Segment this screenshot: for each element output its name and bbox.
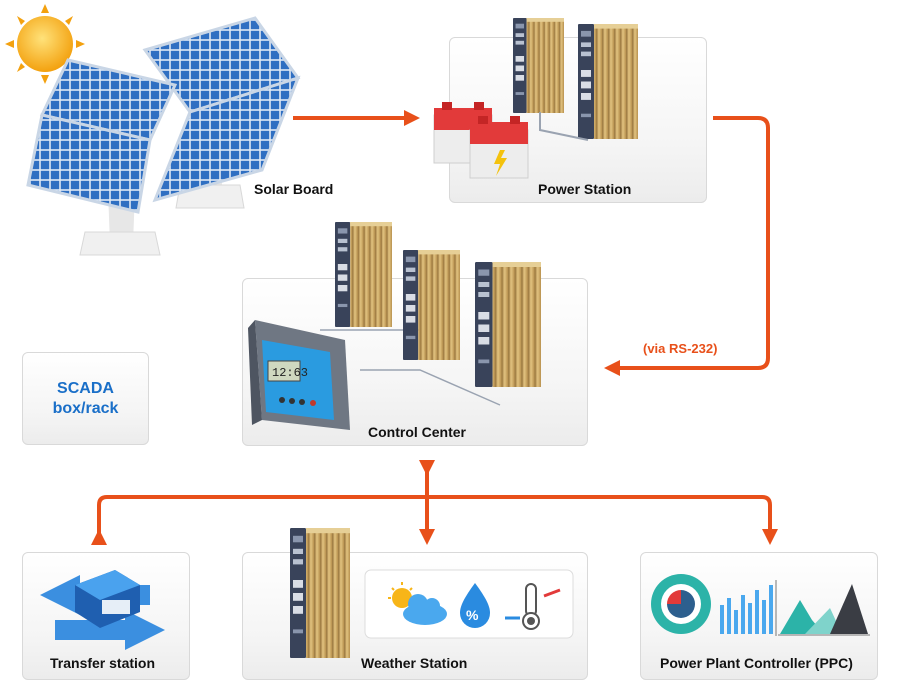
svg-text:%: % <box>466 607 479 623</box>
area-chart-icon <box>778 584 870 636</box>
solar-board-label: Solar Board <box>254 181 334 197</box>
flow-arrows <box>91 110 778 545</box>
controller-display: 12:63 <box>272 366 308 380</box>
charge-controller-icon: 12:63 <box>248 320 350 430</box>
scada-label-line1: SCADA <box>57 379 114 397</box>
battery-icon <box>433 102 529 179</box>
scada-panel <box>22 352 149 445</box>
transfer-switch-icon <box>40 570 165 650</box>
control-center-ipc-3 <box>475 262 541 387</box>
thermometer-icon <box>505 583 561 630</box>
solar-panel-icon <box>26 16 301 256</box>
control-center-ipc-2 <box>403 250 460 360</box>
bar-chart-icon <box>720 585 773 634</box>
scada-box-label: SCADA box/rack <box>22 352 149 445</box>
power-station-ipc-2 <box>578 24 638 139</box>
control-center-label: Control Center <box>368 424 466 440</box>
weather-station-label: Weather Station <box>361 655 468 671</box>
control-center-ipc-1 <box>335 222 392 327</box>
ppc-label: Power Plant Controller (PPC) <box>660 655 853 671</box>
scada-label-line2: box/rack <box>52 399 119 417</box>
humidity-icon: % <box>460 583 490 628</box>
weather-cloud-sun-icon <box>388 582 447 625</box>
pie-chart-icon <box>651 574 711 634</box>
weather-station-ipc <box>290 528 350 658</box>
arrow-power-to-control <box>604 116 770 376</box>
transfer-station-label: Transfer station <box>50 655 156 671</box>
sun-icon <box>5 4 85 84</box>
power-station-label: Power Station <box>538 181 632 197</box>
rs232-label: (via RS-232) <box>643 341 718 356</box>
arrow-distribution-bus <box>91 495 778 545</box>
power-station-ipc-1 <box>513 18 564 114</box>
